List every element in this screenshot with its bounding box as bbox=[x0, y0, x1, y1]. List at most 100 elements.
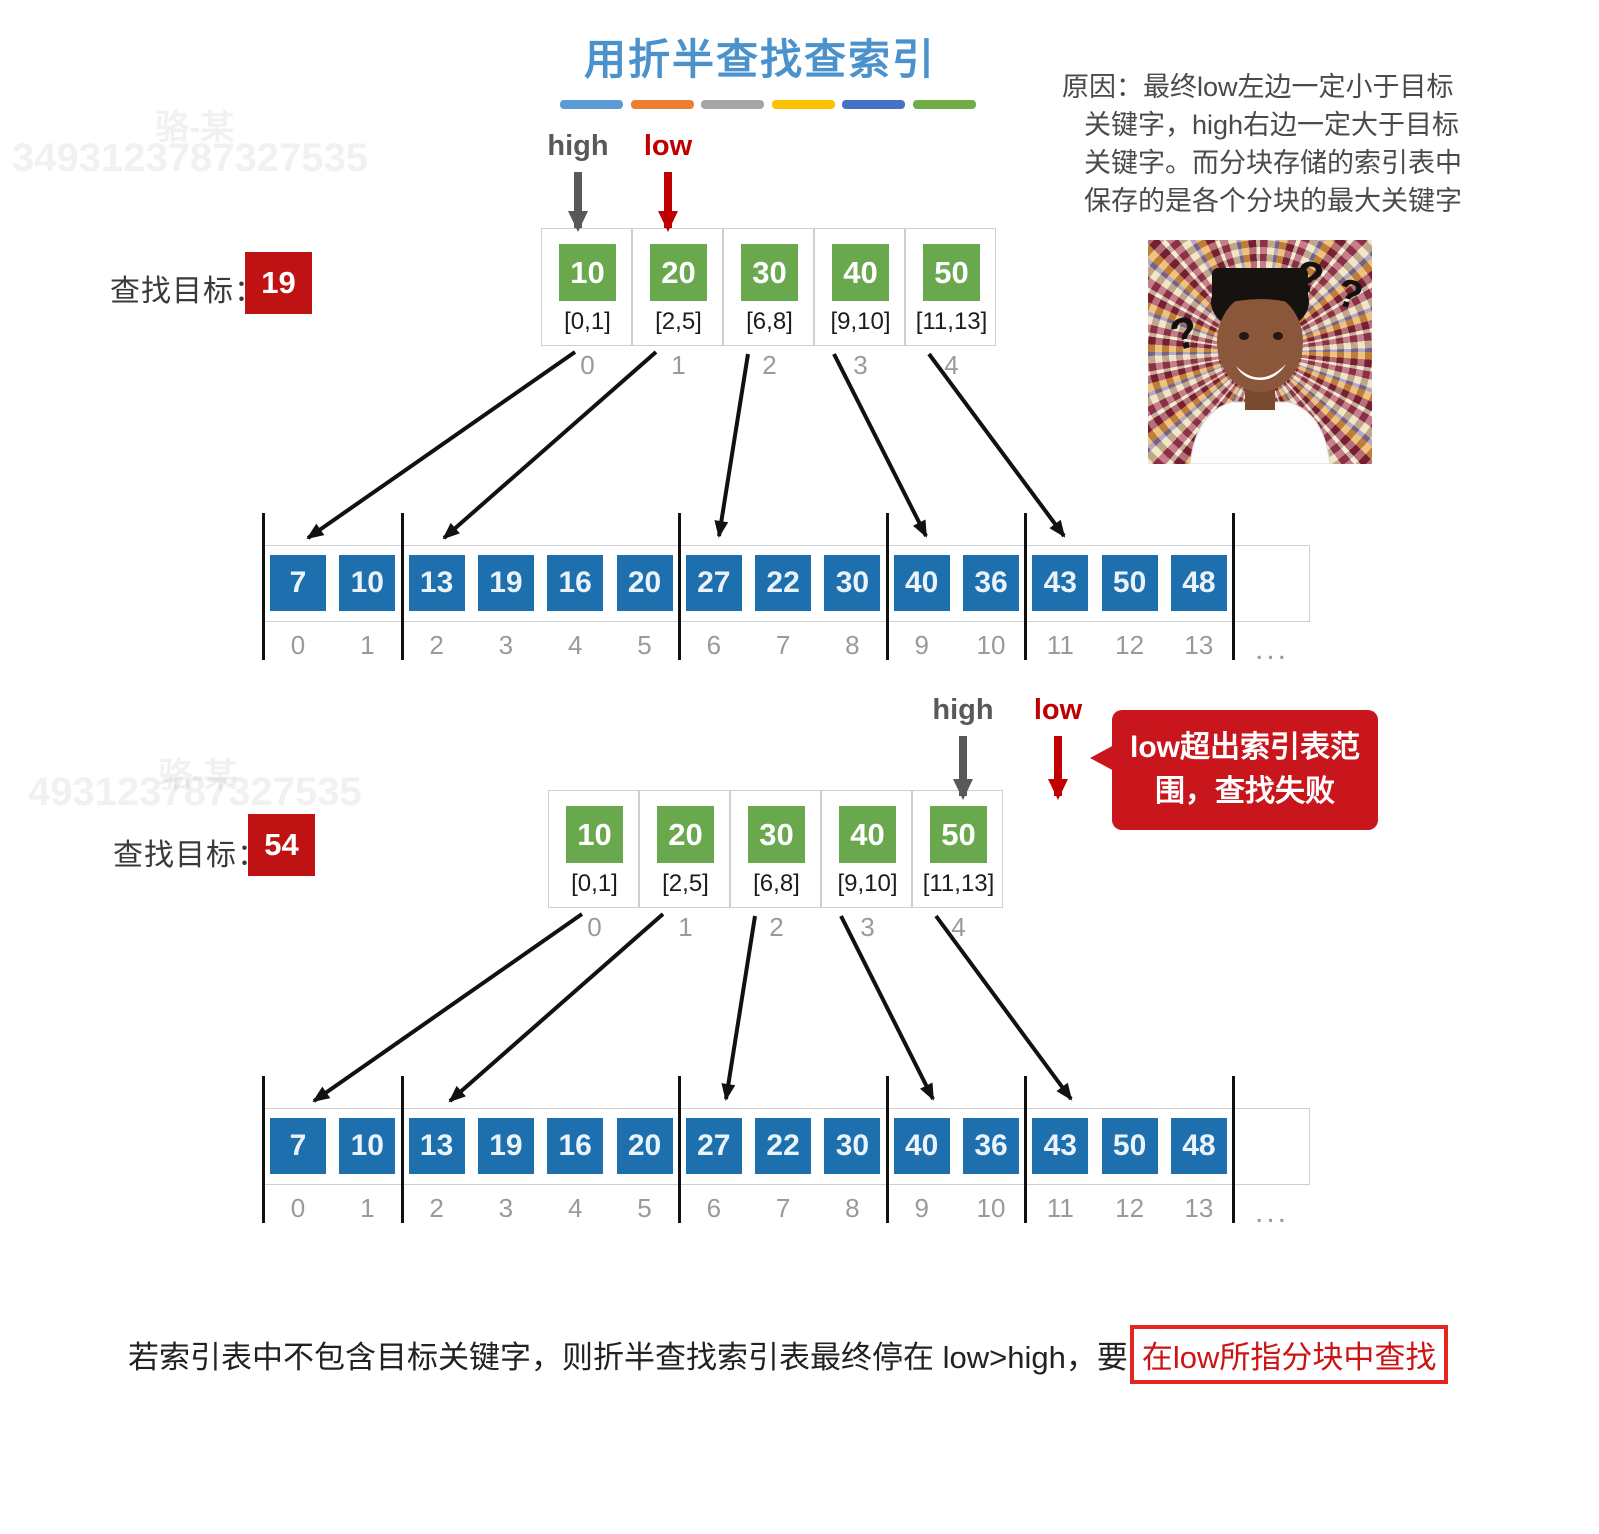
index-block-max: 10 bbox=[559, 244, 616, 301]
index-block-number: 3 bbox=[860, 912, 875, 942]
index-block-range: [2,5] bbox=[655, 308, 702, 335]
array-index: 2 bbox=[429, 630, 444, 660]
underline-dash bbox=[771, 100, 835, 109]
block-divider bbox=[1024, 513, 1028, 660]
index-block-range: [0,1] bbox=[564, 308, 611, 335]
array-index: 1 bbox=[360, 630, 375, 660]
array-ellipsis: ... bbox=[1255, 633, 1290, 666]
array-index: 11 bbox=[1046, 630, 1074, 660]
array-cell: 13 bbox=[408, 1118, 465, 1174]
array-index: 5 bbox=[637, 630, 652, 660]
index-block-max: 30 bbox=[748, 806, 805, 863]
block-divider bbox=[1024, 1076, 1028, 1223]
index-block-range: [9,10] bbox=[830, 308, 891, 335]
title-underline-dashes bbox=[560, 100, 980, 112]
index-block-range: [9,10] bbox=[837, 870, 898, 897]
array-index: 6 bbox=[706, 1193, 722, 1223]
confused-meme-image: ? ? ? bbox=[1148, 240, 1372, 464]
block-divider bbox=[262, 513, 265, 660]
array-cell: 48 bbox=[1170, 1118, 1227, 1174]
search-target-value-2: 54 bbox=[248, 814, 315, 876]
index-block-number: 2 bbox=[762, 350, 777, 380]
index-block-number: 1 bbox=[678, 912, 693, 942]
array-cell: 40 bbox=[893, 555, 950, 611]
footer-note: 若索引表中不包含目标关键字，则折半查找索引表最终停在 low>high，要 在l… bbox=[128, 1325, 1449, 1384]
block-divider bbox=[400, 513, 404, 660]
array-cell: 22 bbox=[755, 1118, 812, 1174]
array-cell: 43 bbox=[1032, 1118, 1089, 1174]
index-block-max: 20 bbox=[657, 806, 714, 863]
array-cell: 50 bbox=[1101, 1118, 1158, 1174]
block-divider bbox=[400, 1076, 404, 1223]
index-block-range: [6,8] bbox=[746, 308, 793, 335]
array-index: 3 bbox=[498, 630, 514, 660]
index-block-range: [11,13] bbox=[915, 308, 988, 335]
block-arrow bbox=[927, 352, 1066, 538]
array-index: 4 bbox=[567, 1193, 583, 1223]
array-cell: 16 bbox=[547, 555, 604, 611]
index-block-range: [0,1] bbox=[571, 870, 618, 897]
array-cell: 7 bbox=[270, 555, 326, 611]
index-block-max: 40 bbox=[832, 244, 889, 301]
array-index: 1 bbox=[360, 1193, 375, 1223]
block-arrow bbox=[839, 915, 935, 1101]
reason-line: 保存的是各个分块的最大关键字 bbox=[1084, 186, 1462, 216]
array-cell: 20 bbox=[616, 555, 673, 611]
array-cell: 50 bbox=[1101, 555, 1158, 611]
array-cell: 22 bbox=[755, 555, 812, 611]
array-cell: 40 bbox=[893, 1118, 950, 1174]
block-divider bbox=[677, 513, 681, 660]
index-block-max: 30 bbox=[741, 244, 798, 301]
reason-note: 原因：最终low左边一定小于目标关键字，high右边一定大于目标关键字。而分块存… bbox=[1062, 68, 1492, 220]
array-cell: 30 bbox=[824, 1118, 881, 1174]
array-cell: 10 bbox=[339, 555, 396, 611]
reason-line: 关键字。而分块存储的索引表中 bbox=[1084, 148, 1462, 178]
index-block-number: 3 bbox=[853, 350, 868, 380]
array-index: 7 bbox=[775, 630, 791, 660]
array-index: 12 bbox=[1115, 1193, 1145, 1223]
index-block-range: [11,13] bbox=[922, 870, 995, 897]
low-pointer-label-1: low bbox=[643, 130, 693, 162]
array-ellipsis: ... bbox=[1255, 1196, 1290, 1229]
array-cell: 36 bbox=[963, 555, 1019, 611]
array-cell: 10 bbox=[339, 1118, 396, 1174]
underline-dash bbox=[630, 100, 694, 109]
array-index: 0 bbox=[290, 630, 306, 660]
meme-face-drawing: ? ? ? bbox=[1165, 251, 1368, 464]
failure-callout-bubble: low超出索引表范围，查找失败 bbox=[1112, 710, 1378, 830]
array-cell: 27 bbox=[685, 555, 742, 611]
block-arrow bbox=[306, 350, 577, 540]
index-block-number: 2 bbox=[769, 912, 784, 942]
underline-dash bbox=[842, 100, 905, 109]
index-block-number: 4 bbox=[951, 912, 966, 942]
question-mark-icon: ? bbox=[1165, 307, 1203, 361]
array-index: 8 bbox=[845, 1193, 860, 1223]
low-pointer-label-2: low bbox=[1033, 694, 1083, 726]
search-target-value-1: 19 bbox=[245, 252, 312, 314]
reason-line: 关键字，high右边一定大于目标 bbox=[1084, 110, 1460, 140]
watermark-number-1: 3493123787327535 bbox=[12, 136, 368, 180]
block-arrow bbox=[714, 353, 750, 538]
question-mark-icon: ? bbox=[1332, 270, 1368, 319]
array-index: 4 bbox=[567, 630, 583, 660]
block-arrow bbox=[721, 915, 757, 1101]
array-index: 3 bbox=[498, 1193, 514, 1223]
index-block-number: 4 bbox=[944, 350, 959, 380]
underline-dash bbox=[912, 100, 976, 109]
array-index: 9 bbox=[914, 630, 929, 660]
array-index: 2 bbox=[429, 1193, 444, 1223]
index-block-max: 50 bbox=[923, 244, 980, 301]
index-block-range: [6,8] bbox=[753, 870, 800, 897]
array-cell: 27 bbox=[685, 1118, 742, 1174]
underline-dash bbox=[560, 100, 623, 109]
array-index: 11 bbox=[1046, 1193, 1074, 1223]
bubble-tail bbox=[1090, 744, 1116, 772]
reason-line: 原因：最终low左边一定小于目标 bbox=[1062, 72, 1454, 102]
array-index: 13 bbox=[1184, 1193, 1214, 1223]
high-pointer-label-2: high bbox=[932, 694, 994, 726]
index-block-max: 20 bbox=[650, 244, 707, 301]
block-divider bbox=[885, 513, 889, 660]
array-index: 13 bbox=[1184, 630, 1214, 660]
array-index: 10 bbox=[976, 1193, 1006, 1223]
